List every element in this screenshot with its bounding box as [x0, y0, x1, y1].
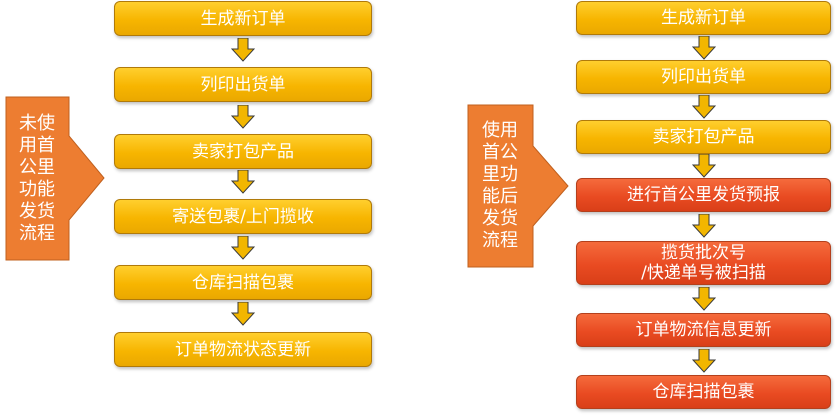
right-step-2: 列印出货单	[576, 60, 831, 94]
left-step-6: 订单物流状态更新	[114, 332, 372, 367]
left-step-2: 列印出货单	[114, 67, 372, 102]
right-side-label: 使用 首公 里功 能后 发货 流程	[482, 120, 518, 251]
left-connector-arrow-2	[231, 105, 255, 129]
right-step-1: 生成新订单	[576, 1, 831, 35]
left-side-arrow: 未使 用首 公里 功能 发货 流程	[5, 96, 105, 261]
right-side-arrow: 使用 首公 里功 能后 发货 流程	[467, 104, 569, 268]
left-connector-arrow-3	[231, 170, 255, 194]
left-side-label: 未使 用首 公里 功能 发货 流程	[19, 113, 55, 244]
left-connector-arrow-1	[231, 38, 255, 62]
left-connector-arrow-5	[231, 302, 255, 326]
right-connector-arrow-5	[692, 287, 716, 311]
right-connector-arrow-6	[692, 349, 716, 373]
right-step-4: 进行首公里发货预报	[576, 178, 831, 212]
right-step-3: 卖家打包产品	[576, 120, 831, 154]
right-step-7: 仓库扫描包裹	[576, 375, 831, 409]
left-step-3: 卖家打包产品	[114, 134, 372, 169]
left-step-5: 仓库扫描包裹	[114, 265, 372, 300]
right-connector-arrow-2	[692, 95, 716, 119]
left-connector-arrow-4	[231, 236, 255, 260]
right-step-5-text: 揽货批次号 /快递单号被扫描	[641, 243, 766, 283]
right-step-5: 揽货批次号 /快递单号被扫描	[576, 241, 831, 285]
right-connector-arrow-4	[692, 214, 716, 238]
right-connector-arrow-1	[692, 36, 716, 60]
right-step-6: 订单物流信息更新	[576, 313, 831, 347]
left-step-4: 寄送包裹/上门揽收	[114, 199, 372, 234]
left-step-1: 生成新订单	[114, 1, 372, 36]
right-connector-arrow-3	[692, 154, 716, 178]
